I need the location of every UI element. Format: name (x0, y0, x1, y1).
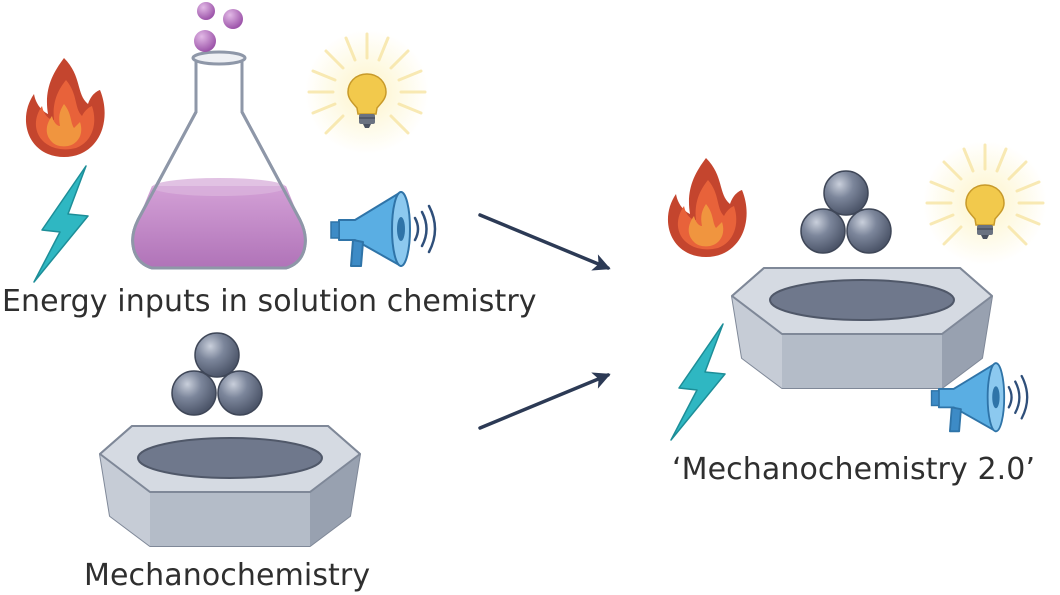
bubble-icon (197, 2, 215, 20)
bubble-icon (223, 9, 243, 29)
erlenmeyer-flask (131, 50, 307, 270)
bubble-icon (194, 30, 216, 52)
light-bulb-icon (303, 28, 431, 156)
milling-jar-icon (99, 425, 361, 547)
milling-balls-icon (800, 170, 892, 254)
caption-solution-chemistry: Energy inputs in solution chemistry (2, 284, 537, 319)
light-bulb-icon (921, 139, 1049, 267)
megaphone-icon (329, 190, 437, 268)
lightning-bolt-icon (670, 323, 726, 441)
milling-balls-icon (171, 332, 263, 416)
milling-jar-icon (731, 267, 993, 389)
flame-icon (667, 158, 747, 257)
caption-mechanochemistry: Mechanochemistry (84, 558, 371, 593)
arrow-solution-to-combined (478, 213, 611, 271)
flame-icon (25, 58, 105, 157)
lightning-bolt-icon (33, 165, 89, 283)
arrow-mechano-to-combined (478, 372, 611, 430)
caption-mechanochemistry-2: ‘Mechanochemistry 2.0’ (672, 452, 1036, 487)
